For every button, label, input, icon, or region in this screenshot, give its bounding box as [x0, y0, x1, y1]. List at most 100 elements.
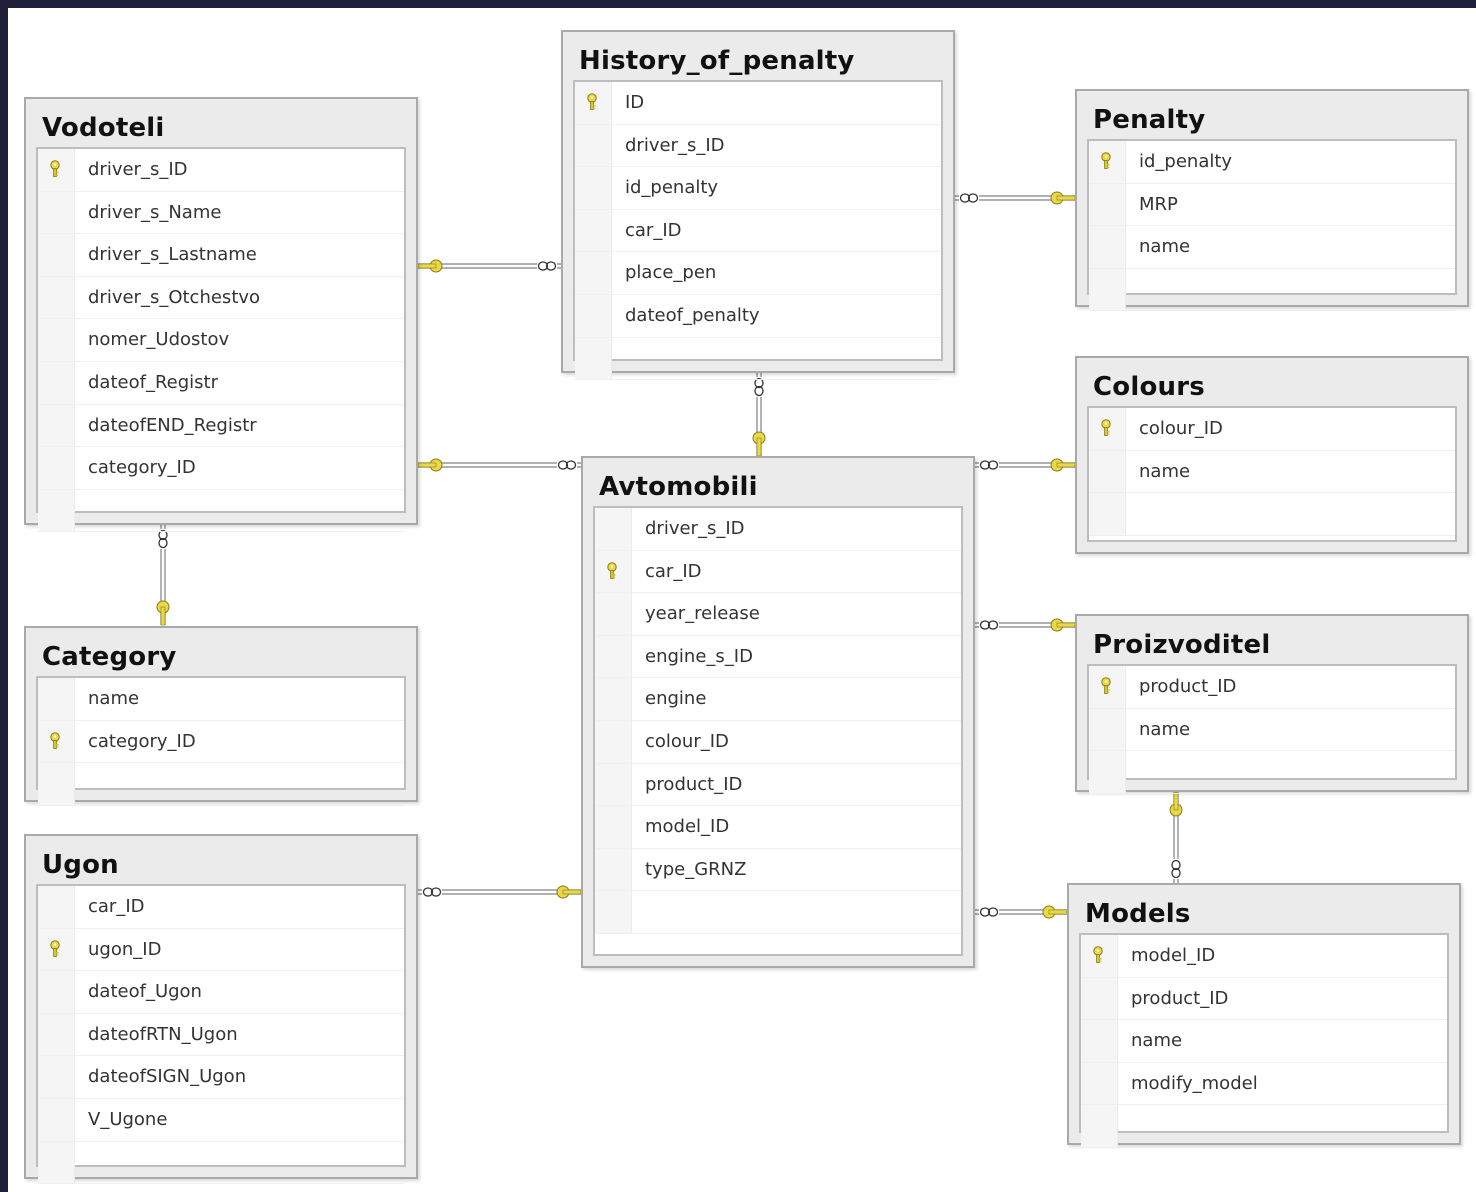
field-row[interactable]: category_ID — [38, 447, 404, 490]
row-selector[interactable] — [595, 508, 632, 550]
field-row[interactable]: V_Ugone — [38, 1098, 404, 1142]
row-selector[interactable] — [595, 848, 632, 891]
field-row[interactable]: name — [1081, 1020, 1447, 1063]
field-row[interactable]: colour_ID — [1089, 408, 1455, 451]
row-selector[interactable] — [1089, 708, 1126, 751]
row-selector[interactable] — [595, 720, 632, 763]
row-selector[interactable] — [38, 971, 75, 1013]
field-row[interactable]: name — [1089, 226, 1455, 269]
row-selector[interactable] — [595, 593, 632, 635]
row-selector[interactable] — [1089, 493, 1126, 535]
field-row[interactable]: colour_ID — [595, 720, 961, 764]
field-row[interactable]: category_ID — [38, 720, 404, 764]
row-selector[interactable] — [38, 678, 75, 720]
row-selector[interactable] — [38, 1098, 75, 1141]
row-selector[interactable] — [575, 124, 612, 167]
row-selector[interactable] — [575, 252, 612, 294]
field-row[interactable]: product_ID — [595, 763, 961, 807]
field-row[interactable]: engine — [595, 678, 961, 721]
field-row[interactable]: ID — [575, 82, 941, 125]
field-row[interactable]: dateof_Registr — [38, 361, 404, 405]
row-selector[interactable] — [1089, 183, 1126, 226]
row-selector[interactable] — [38, 1056, 75, 1098]
row-selector[interactable] — [38, 886, 75, 928]
field-row[interactable]: dateofSIGN_Ugon — [38, 1056, 404, 1099]
field-row[interactable]: model_ID — [595, 806, 961, 849]
row-selector[interactable] — [595, 891, 632, 933]
empty-field-row[interactable] — [38, 489, 404, 533]
field-row[interactable]: dateofEND_Registr — [38, 404, 404, 448]
field-row[interactable]: car_ID — [595, 550, 961, 594]
row-selector[interactable] — [1081, 1062, 1118, 1105]
row-selector[interactable] — [1089, 226, 1126, 268]
row-selector[interactable] — [575, 209, 612, 252]
row-selector[interactable] — [38, 1013, 75, 1056]
field-row[interactable]: dateof_Ugon — [38, 971, 404, 1014]
field-row[interactable]: driver_s_Name — [38, 191, 404, 235]
field-row[interactable]: place_pen — [575, 252, 941, 295]
row-selector[interactable] — [575, 337, 612, 380]
field-row[interactable]: model_ID — [1081, 935, 1447, 978]
row-selector[interactable] — [38, 191, 75, 234]
field-row[interactable]: engine_s_ID — [595, 635, 961, 679]
field-row[interactable]: ugon_ID — [38, 928, 404, 972]
row-selector[interactable] — [595, 635, 632, 678]
empty-field-row[interactable] — [575, 337, 941, 381]
row-selector[interactable] — [38, 276, 75, 319]
row-selector[interactable] — [38, 763, 75, 805]
field-row[interactable]: name — [1089, 708, 1455, 752]
empty-field-row[interactable] — [38, 1141, 404, 1185]
row-selector[interactable] — [595, 806, 632, 848]
row-selector[interactable] — [38, 489, 75, 532]
field-row[interactable]: nomer_Udostov — [38, 319, 404, 362]
empty-field-row[interactable] — [1089, 493, 1455, 536]
field-row[interactable]: car_ID — [38, 886, 404, 929]
field-row[interactable]: car_ID — [575, 209, 941, 253]
row-selector[interactable] — [38, 361, 75, 404]
field-row[interactable]: driver_s_ID — [595, 508, 961, 551]
field-row[interactable]: name — [38, 678, 404, 721]
empty-field-row[interactable] — [38, 763, 404, 806]
field-row[interactable]: year_release — [595, 593, 961, 636]
field-row[interactable]: id_penalty — [575, 167, 941, 210]
field-row[interactable]: driver_s_ID — [38, 149, 404, 192]
field-row[interactable]: name — [1089, 450, 1455, 494]
row-selector[interactable] — [1089, 751, 1126, 793]
empty-field-row[interactable] — [1081, 1105, 1447, 1148]
row-selector[interactable] — [38, 319, 75, 361]
row-selector[interactable] — [1081, 1020, 1118, 1062]
row-selector[interactable] — [1081, 977, 1118, 1020]
row-selector[interactable] — [38, 404, 75, 447]
empty-field-row[interactable] — [595, 891, 961, 934]
row-selector[interactable] — [575, 167, 612, 209]
field-row[interactable]: product_ID — [1081, 977, 1447, 1021]
empty-field-row[interactable] — [1089, 268, 1455, 312]
row-selector[interactable] — [38, 1141, 75, 1184]
row-selector[interactable] — [1089, 450, 1126, 493]
empty-field-row[interactable] — [1089, 751, 1455, 794]
row-selector[interactable] — [595, 678, 632, 720]
field-row[interactable]: driver_s_Lastname — [38, 234, 404, 277]
row-selector[interactable] — [575, 294, 612, 337]
field-row[interactable]: MRP — [1089, 183, 1455, 227]
row-selector[interactable] — [1089, 268, 1126, 311]
row-selector[interactable] — [38, 447, 75, 489]
row-selector[interactable] — [38, 234, 75, 276]
field-row[interactable]: product_ID — [1089, 666, 1455, 709]
field-row[interactable]: id_penalty — [1089, 141, 1455, 184]
field-row[interactable]: driver_s_ID — [575, 124, 941, 168]
row-selector[interactable] — [595, 763, 632, 806]
field-row[interactable]: dateof_penalty — [575, 294, 941, 338]
row-selector[interactable] — [1081, 1105, 1118, 1147]
field-row[interactable]: type_GRNZ — [595, 848, 961, 892]
field-row[interactable]: dateofRTN_Ugon — [38, 1013, 404, 1057]
